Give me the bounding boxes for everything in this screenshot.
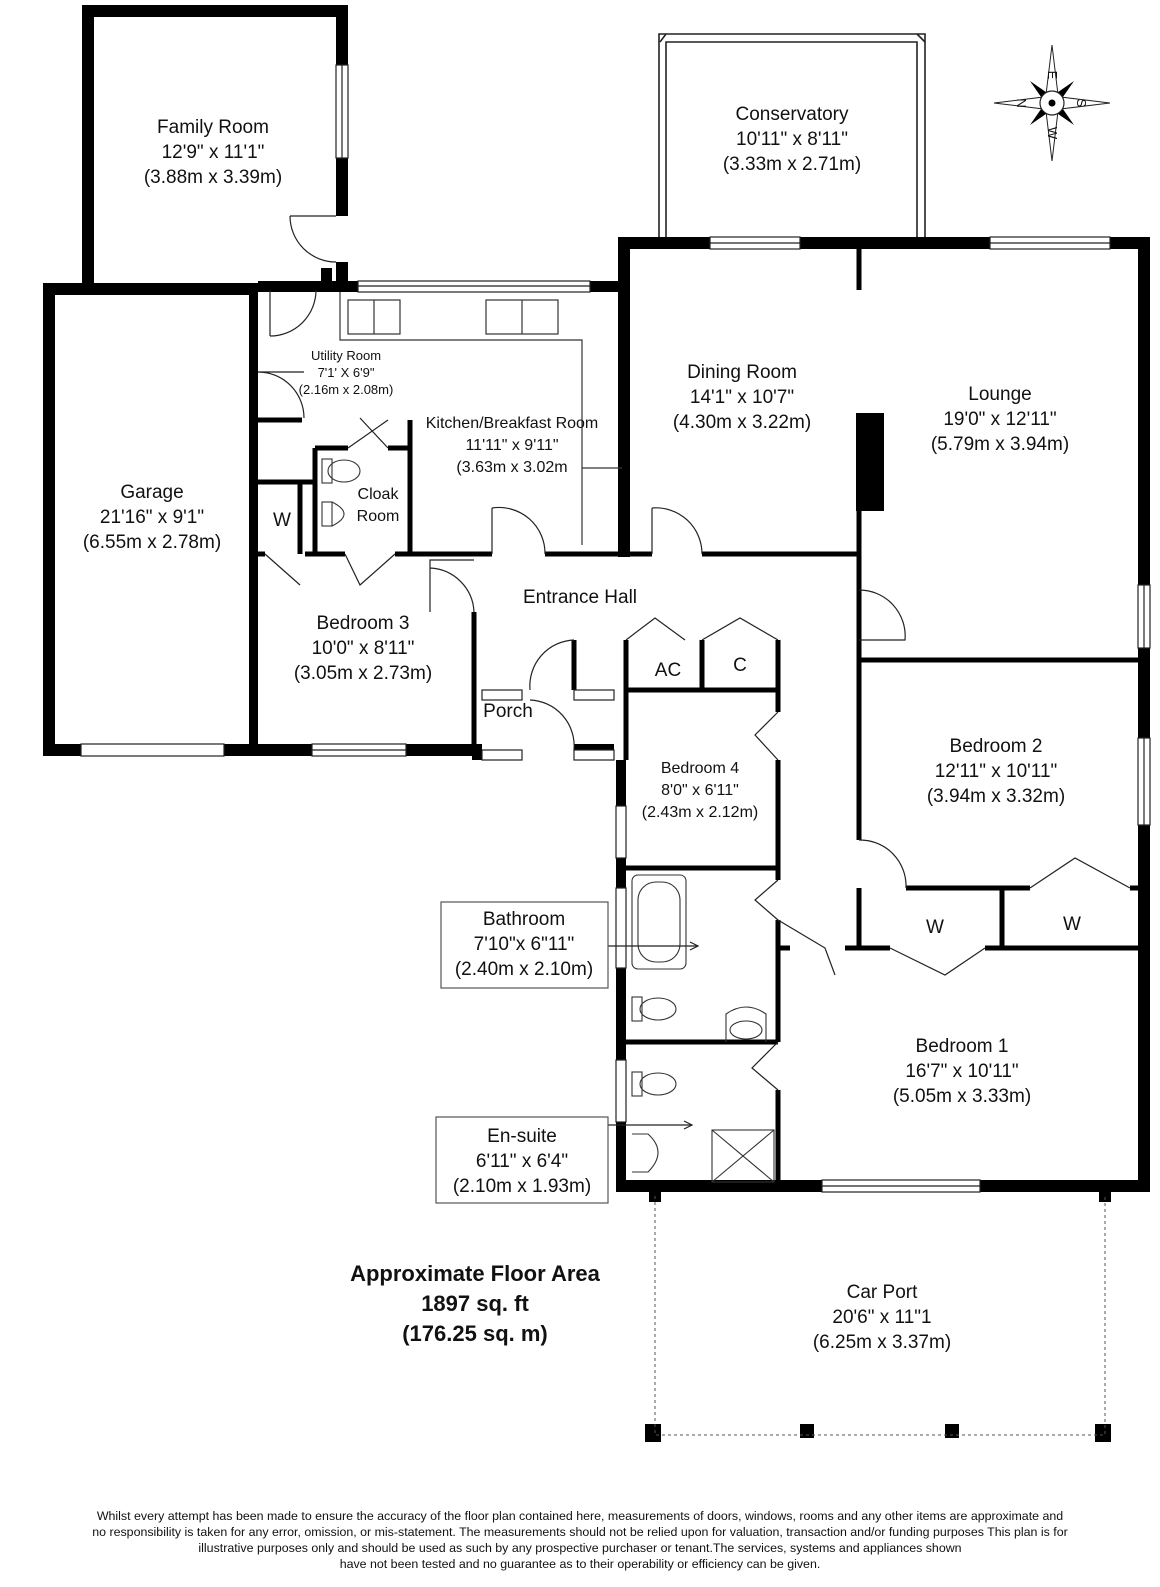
- room-size-metric: (5.79m x 3.94m): [931, 434, 1069, 455]
- room-name: Bedroom 4: [661, 760, 739, 777]
- compass-south-label: S: [1074, 99, 1089, 108]
- room-bedroom-1: Bedroom 1 16'7" x 10'11" (5.05m x 3.33m): [893, 1036, 1031, 1107]
- floor-area-metric: (176.25 sq. m): [402, 1321, 548, 1346]
- room-bathroom: Bathroom 7'10"x 6"11" (2.40m x 2.10m): [455, 909, 593, 980]
- room-size-imperial: 7'10"x 6"11": [474, 934, 575, 955]
- label-arrows: [608, 941, 700, 1130]
- room-dining-room: Dining Room 14'1" x 10'7" (4.30m x 3.22m…: [673, 362, 811, 433]
- room-size-metric: (3.05m x 2.73m): [294, 663, 432, 684]
- room-size-imperial: 12'11" x 10'11": [935, 761, 1058, 782]
- floor-area-imperial: 1897 sq. ft: [421, 1291, 529, 1316]
- room-size-imperial: 10'0" x 8'11": [312, 638, 415, 659]
- room-kitchen: Kitchen/Breakfast Room 11'11" x 9'11" (3…: [426, 415, 599, 476]
- room-size-imperial: 11'11" x 9'11": [465, 437, 558, 454]
- room-name: Garage: [120, 482, 183, 503]
- car-port-outline: [654, 1196, 1106, 1436]
- floor-plan: E W N S Family Room 12'9" x 11'1" (3.88m…: [43, 5, 1151, 1442]
- disclaimer: Whilst every attempt has been made to en…: [0, 1508, 1160, 1572]
- disclaimer-line: no responsibility is taken for any error…: [92, 1525, 1068, 1539]
- room-bedroom-3: Bedroom 3 10'0" x 8'11" (3.05m x 2.73m): [294, 613, 432, 684]
- room-size-imperial: 7'1' X 6'9": [318, 365, 375, 380]
- cupboard-ac-label: AC: [655, 660, 681, 681]
- room-name: Lounge: [968, 384, 1031, 405]
- wardrobe-w-label-2: W: [1063, 914, 1081, 935]
- room-name: Family Room: [157, 117, 269, 138]
- compass-east-label: E: [1045, 71, 1060, 80]
- room-name: Utility Room: [311, 348, 381, 363]
- room-size-metric: (3.33m x 2.71m): [723, 154, 861, 175]
- compass-west-label: W: [1045, 127, 1060, 140]
- disclaimer-line: have not been tested and no guarantee as…: [339, 1557, 821, 1571]
- floor-area-summary: Approximate Floor Area 1897 sq. ft (176.…: [350, 1261, 601, 1346]
- room-entrance-hall: Entrance Hall: [523, 587, 637, 608]
- room-name: Car Port: [847, 1282, 918, 1303]
- room-size-metric: (2.10m x 1.93m): [453, 1176, 591, 1197]
- room-lounge: Lounge 19'0" x 12'11" (5.79m x 3.94m): [931, 384, 1069, 455]
- room-conservatory: Conservatory 10'11" x 8'11" (3.33m x 2.7…: [723, 104, 861, 175]
- disclaimer-line: Whilst every attempt has been made to en…: [96, 1509, 1064, 1523]
- room-size-imperial: 12'9" x 11'1": [162, 142, 265, 163]
- room-name: Bathroom: [483, 909, 565, 930]
- room-name: Conservatory: [736, 104, 849, 125]
- room-size-metric: (3.94m x 3.32m): [927, 786, 1065, 807]
- room-size-metric: (6.25m x 3.37m): [813, 1332, 951, 1353]
- room-name: Dining Room: [687, 362, 797, 383]
- room-name: Bedroom 3: [317, 613, 410, 634]
- room-size-imperial: 21'16" x 9'1": [100, 507, 204, 528]
- room-porch: Porch: [483, 701, 533, 722]
- room-size-imperial: 10'11" x 8'11": [736, 129, 848, 150]
- room-name: Bedroom 2: [950, 736, 1043, 757]
- disclaimer-line: illustrative purposes only and should be…: [198, 1541, 962, 1555]
- room-size-imperial: 8'0" x 6'11": [661, 782, 739, 799]
- wardrobe-w-label-1: W: [926, 917, 944, 938]
- room-family-room: Family Room 12'9" x 11'1" (3.88m x 3.39m…: [144, 117, 282, 188]
- room-size-imperial: 6'11" x 6'4": [476, 1151, 568, 1172]
- floor-area-title: Approximate Floor Area: [350, 1261, 601, 1286]
- room-car-port: Car Port 20'6" x 11"1 (6.25m x 3.37m): [813, 1282, 951, 1353]
- sanitary-ware: [321, 458, 775, 1183]
- room-name-line1: Cloak: [358, 486, 400, 503]
- label-boxes: [435, 901, 609, 1204]
- room-name: Kitchen/Breakfast Room: [426, 415, 599, 432]
- doors: [257, 215, 1131, 1091]
- room-name-line2: Room: [357, 508, 400, 525]
- interior-walls: [258, 249, 1142, 1186]
- compass-north-label: N: [1014, 98, 1029, 107]
- room-size-metric: (2.43m x 2.12m): [642, 804, 758, 821]
- room-name: Bedroom 1: [916, 1036, 1009, 1057]
- conservatory-walls: [658, 33, 926, 240]
- room-size-metric: (3.88m x 3.39m): [144, 167, 282, 188]
- room-bedroom-2: Bedroom 2 12'11" x 10'11" (3.94m x 3.32m…: [927, 736, 1065, 807]
- room-name: En-suite: [487, 1126, 557, 1147]
- room-cloak-room: Cloak Room: [357, 486, 400, 525]
- room-size-metric: (5.05m x 3.33m): [893, 1086, 1031, 1107]
- room-garage: Garage 21'16" x 9'1" (6.55m x 2.78m): [83, 482, 221, 553]
- walls: [43, 5, 1150, 1442]
- room-ensuite: En-suite 6'11" x 6'4" (2.10m x 1.93m): [453, 1126, 591, 1197]
- room-size-metric: (2.40m x 2.10m): [455, 959, 593, 980]
- room-bedroom-4: Bedroom 4 8'0" x 6'11" (2.43m x 2.12m): [642, 760, 758, 821]
- room-utility-room: Utility Room 7'1' X 6'9" (2.16m x 2.08m): [299, 348, 394, 397]
- compass-icon: E W N S: [993, 44, 1111, 162]
- windows: [80, 64, 1151, 1193]
- room-size-imperial: 19'0" x 12'11": [943, 409, 1056, 430]
- room-size-metric: (4.30m x 3.22m): [673, 412, 811, 433]
- kitchen-counters: [339, 292, 622, 545]
- room-size-imperial: 20'6" x 11"1: [832, 1307, 931, 1328]
- room-size-imperial: 14'1" x 10'7": [690, 387, 794, 408]
- room-size-metric: (6.55m x 2.78m): [83, 532, 221, 553]
- room-size-metric: (3.63m x 3.02m: [456, 459, 567, 476]
- room-size-imperial: 16'7" x 10'11": [905, 1061, 1018, 1082]
- cupboard-c-label: C: [733, 655, 747, 676]
- room-size-metric: (2.16m x 2.08m): [299, 382, 394, 397]
- cupboard-w-label: W: [273, 510, 291, 531]
